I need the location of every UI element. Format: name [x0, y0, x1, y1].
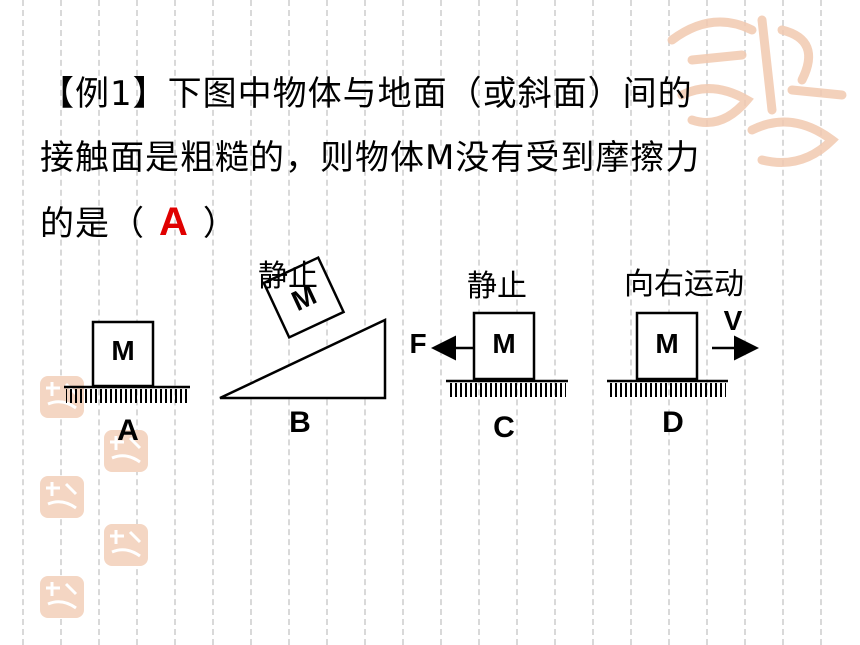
velocity-label-d: V [724, 305, 743, 336]
answer-text: A [159, 200, 189, 244]
question-line-1: 【例1】下图中物体与地面（或斜面）间的 [40, 74, 693, 114]
block-a-label: M [111, 335, 134, 366]
diagram-d: M V 向右运动 D [607, 267, 759, 439]
force-label-c: F [409, 328, 426, 359]
seal-stamp-small [40, 576, 84, 618]
block-b [262, 255, 346, 340]
caption-c: C [493, 411, 515, 444]
caption-a: A [117, 414, 139, 447]
diagram-c: M F 静止 C [409, 269, 568, 444]
ground-hatch-d [609, 383, 726, 397]
state-b: 静止 [258, 259, 318, 294]
seal-stamp-small [40, 476, 84, 518]
incline-b [219, 318, 387, 400]
question-line-3-suffix: ） [202, 204, 238, 244]
ground-hatch-a [66, 389, 188, 403]
block-d-label: M [655, 328, 678, 359]
seal-stamp-small [104, 524, 148, 566]
state-c: 静止 [467, 269, 527, 304]
question-line-3: 的是（ A ） [40, 190, 780, 256]
question-text: 【例1】下图中物体与地面（或斜面）间的 接触面是粗糙的，则物体M没有受到摩擦力 … [40, 62, 780, 256]
block-c-label: M [492, 328, 515, 359]
question-line-3-prefix: 的是（ [40, 204, 145, 244]
block-a [91, 320, 155, 388]
ground-hatch-c [448, 383, 566, 397]
question-line-2: 接触面是粗糙的，则物体M没有受到摩擦力 [40, 138, 701, 178]
state-d: 向右运动 [624, 267, 744, 302]
diagram-a: M A [64, 320, 190, 447]
seal-stamp-large [667, 15, 847, 167]
block-d [635, 311, 699, 381]
diagram-b: M 静止 B [219, 255, 387, 439]
seal-stamp-small [104, 430, 148, 472]
caption-b: B [289, 406, 311, 439]
caption-d: D [662, 406, 684, 439]
block-c [472, 311, 536, 381]
